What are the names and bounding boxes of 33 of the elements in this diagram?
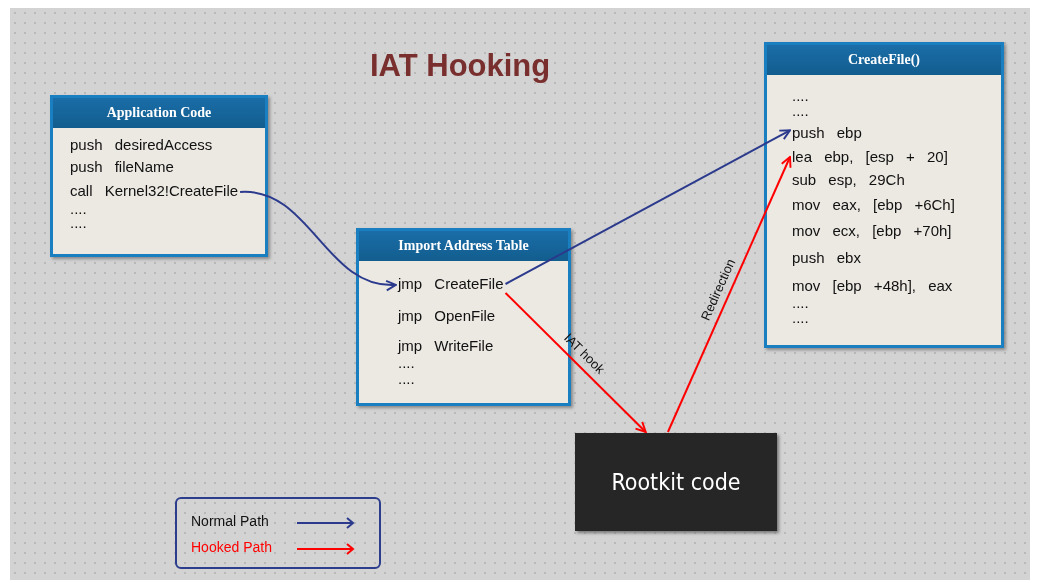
legend-text: Normal Path <box>191 513 269 529</box>
arrow <box>504 129 791 285</box>
code-line: jmp CreateFile <box>398 275 504 293</box>
code-line: mov [ebp +48h], eax <box>792 277 953 295</box>
code-line: mov ecx, [ebp +70h] <box>792 222 952 240</box>
code-line: jmp OpenFile <box>398 307 496 325</box>
code-line: push ebp <box>792 124 862 142</box>
diagram-title: IAT Hooking <box>370 48 551 84</box>
code-line: .... <box>792 309 809 327</box>
box-label: Rootkit code <box>611 469 741 495</box>
code-line: .... <box>792 102 809 120</box>
panel-title: CreateFile() <box>848 52 920 68</box>
code-panel <box>764 42 1004 348</box>
code-line: .... <box>398 354 415 372</box>
code-line: push ebx <box>792 249 861 267</box>
panel-title: Import Address Table <box>398 238 529 254</box>
arrow <box>666 156 792 433</box>
code-line: .... <box>792 294 809 312</box>
code-line: lea ebp, [esp + 20] <box>792 148 948 166</box>
code-line: call Kernel32!CreateFile <box>70 182 239 200</box>
code-line: push desiredAccess <box>70 136 213 154</box>
panel-title: Application Code <box>106 105 212 121</box>
code-line: .... <box>792 87 809 105</box>
code-line: sub esp, 29Ch <box>792 171 905 189</box>
arrow <box>504 292 647 433</box>
code-panel <box>50 95 268 257</box>
rootkit-box <box>575 433 777 531</box>
code-line: .... <box>398 370 415 388</box>
legend-text: Hooked Path <box>191 539 272 555</box>
code-line: jmp WriteFile <box>398 337 494 355</box>
arrow <box>239 190 397 291</box>
code-line: push fileName <box>70 158 174 176</box>
code-line: mov eax, [ebp +6Ch] <box>792 196 955 214</box>
